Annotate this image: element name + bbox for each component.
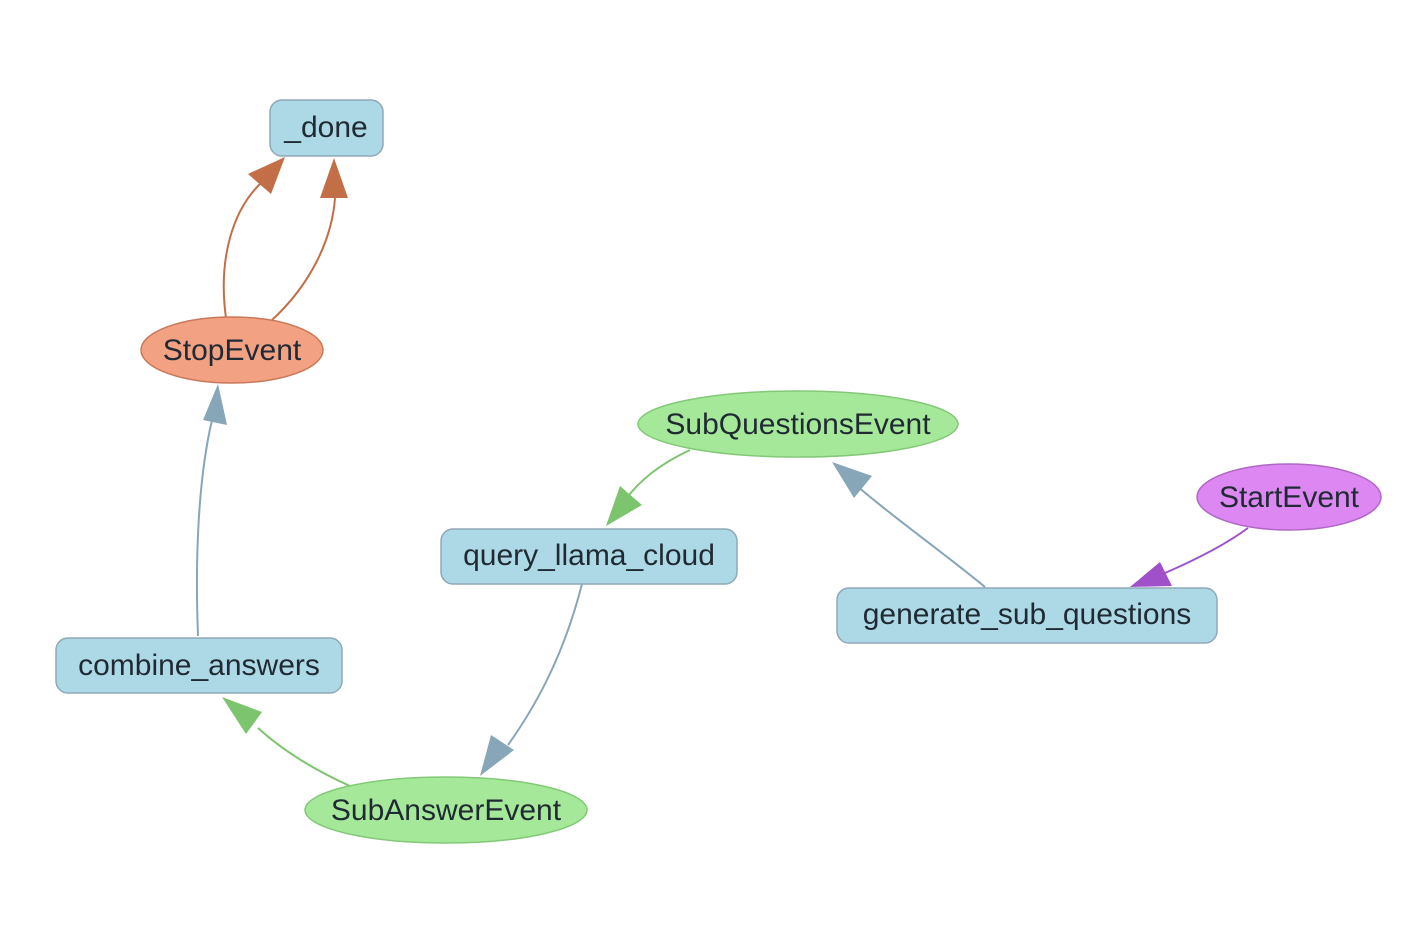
edge-subanswer-to-combine [222,697,351,787]
node-query-llama-cloud-label: query_llama_cloud [463,539,715,572]
node-combine-answers[interactable]: combine_answers [55,637,343,694]
node-generate-sub-questions-label: generate_sub_questions [863,598,1192,631]
edge-subquestions-to-query [606,449,691,526]
edge-stopevent-to-done-1 [222,157,285,319]
edge-combine-answers-to-stopevent [195,384,227,637]
edge-generate-to-subquestions [832,462,986,588]
edge-query-to-subanswer [480,583,583,776]
node-generate-sub-questions[interactable]: generate_sub_questions [836,587,1218,644]
arrowhead-icon [480,735,514,776]
node-done-label: _done [283,111,367,144]
arrowhead-icon [1130,562,1172,587]
arrowhead-icon [832,462,872,498]
node-sub-answer-event-label: SubAnswerEvent [331,794,562,827]
node-stop-event-label: StopEvent [163,334,302,367]
edge-stopevent-to-done-2 [271,158,348,321]
node-sub-questions-event[interactable]: SubQuestionsEvent [637,390,959,458]
arrowhead-icon [320,158,348,198]
node-start-event-label: StartEvent [1219,481,1360,514]
node-combine-answers-label: combine_answers [78,649,320,682]
node-query-llama-cloud[interactable]: query_llama_cloud [440,528,738,585]
arrowhead-icon [222,697,262,734]
arrowhead-icon [248,157,285,194]
node-sub-answer-event[interactable]: SubAnswerEvent [304,776,588,844]
node-start-event[interactable]: StartEvent [1196,463,1382,531]
arrowhead-icon [606,486,642,526]
arrowhead-icon [203,384,227,425]
node-stop-event[interactable]: StopEvent [140,316,324,384]
node-sub-questions-event-label: SubQuestionsEvent [665,408,931,441]
node-done[interactable]: _done [269,99,384,157]
edge-startevent-to-generate [1130,527,1249,587]
